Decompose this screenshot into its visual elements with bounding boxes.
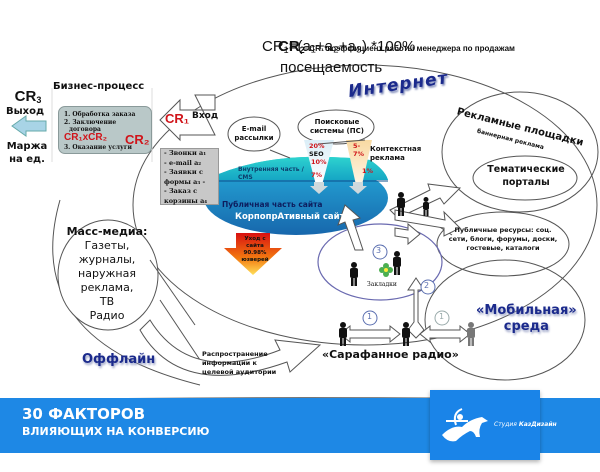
- channel-item: - Заказ с: [164, 187, 198, 195]
- step-1a-label: 1: [367, 312, 373, 321]
- business-process-title: Бизнес-процесс: [53, 81, 145, 92]
- site-name: КорпопрАтивный сайт: [235, 212, 345, 222]
- footer-title-line2: ВЛИЯЮЩИХ НА КОНВЕРСИЮ: [22, 425, 210, 438]
- channel-item: - Звонки a₁: [164, 149, 207, 157]
- exit-label: Выход: [6, 106, 45, 117]
- seo-pct-bottom: 7%: [311, 171, 323, 179]
- bp-step: 3. Оказание услуги: [64, 144, 132, 151]
- bookmark-flower-icon: [379, 263, 393, 277]
- email-ellipse: [227, 116, 281, 152]
- mobile-ellipse: [424, 259, 586, 381]
- search-ellipse: [297, 109, 375, 145]
- studio-name: Студия КазДизайн: [494, 421, 557, 428]
- public-resources-label: Публичные ресурсы: соц. сети, блоги, фор…: [448, 226, 558, 252]
- channel-item: - e-mail a₂: [164, 158, 202, 167]
- search-label: Поисковые системы (ПС): [310, 118, 364, 135]
- email-label: E-mail рассылки: [234, 125, 274, 142]
- horse-rider-logo-icon: [442, 408, 488, 442]
- spread-label: Распространение информации к целевой ауд…: [202, 350, 277, 376]
- cr1-entry-label: CR₁: [165, 111, 190, 126]
- bookmarks-label: Закладки: [367, 281, 397, 288]
- offline-title: Оффлайн: [82, 352, 156, 367]
- internet-ellipse: [132, 64, 598, 346]
- bookmarks-ellipse: [317, 223, 443, 301]
- leave-label: Уход с сайта 90.98% юзверей: [241, 236, 269, 263]
- cr1xcr2-label: CR₁xCR₂: [64, 132, 108, 143]
- word-of-mouth-arrow: [339, 324, 401, 344]
- mass-media-circle: [57, 219, 159, 331]
- channel-item: корзины a₄: [164, 196, 208, 205]
- margin-label: Маржа на ед.: [6, 141, 48, 165]
- word-of-mouth-label: «Сарафанное радио»: [322, 348, 459, 361]
- step-1a-circle: [362, 310, 378, 326]
- step-2-label: 2: [424, 281, 430, 290]
- channel-item: формы a₃ -: [164, 177, 206, 186]
- mobile-title: «Мобильная»среда: [476, 303, 577, 334]
- seo-funnel: [304, 140, 334, 185]
- cr2-formula: CR2=CR₁*коэффициент работы менеджера по …: [278, 38, 515, 55]
- exit-arrow: [11, 115, 47, 137]
- context-label: Контекстная реклама: [370, 145, 422, 162]
- site-internal-label: Внутренняя часть / CMS: [238, 166, 304, 181]
- mass-media-text: Масс-медиа: Газеты, журналы, наружная ре…: [66, 225, 148, 322]
- conversion-channels-box: - Звонки a₁ - e-mail a₂ - Заявки с формы…: [160, 148, 219, 205]
- channel-item: - Заявки с: [164, 168, 203, 176]
- seo-pct-top: 20%: [309, 142, 325, 150]
- entry-label: Вход: [192, 111, 219, 121]
- context-funnel: [346, 140, 372, 185]
- cr2-label: CR₂: [125, 132, 150, 147]
- site-public-label: Публичная часть сайта: [222, 200, 323, 209]
- portals-ellipse: [472, 155, 578, 201]
- bp-step: 2. Заключение: [64, 119, 117, 126]
- context-pct-top: 5-7%: [353, 142, 365, 158]
- logo-card: [430, 390, 540, 460]
- leave-arrow: [224, 233, 282, 275]
- ad-platforms-ellipse: [441, 91, 599, 213]
- public-resources-ellipse: [436, 211, 570, 277]
- step-1b-circle: [434, 310, 450, 326]
- step-2-circle: [420, 279, 436, 295]
- step-3-circle: [372, 244, 388, 260]
- step-3-label: 3: [376, 246, 382, 255]
- cr1-formula: CR1=(a₁+a₂+a₃) *100% посещаемость: [262, 38, 416, 76]
- context-pct-bottom: 1%: [362, 167, 374, 175]
- seo-pct-mid: 10%: [311, 158, 327, 166]
- mass-media-title: Масс-медиа:: [66, 225, 148, 238]
- spread-arrow: [139, 319, 322, 376]
- step-1b-label: 1: [439, 312, 445, 321]
- bp-step: 1. Обработка заказа: [64, 111, 136, 118]
- footer-title-line1: 30 ФАКТОРОВ: [22, 405, 146, 423]
- entry-arrow: [159, 94, 216, 142]
- thematic-portals-label: Тематические порталы: [487, 164, 565, 188]
- business-process-box: 1. Обработка заказа 2. Заключение догово…: [58, 106, 152, 154]
- seo-label: SEO: [309, 150, 324, 158]
- mobile-arrow: [419, 324, 471, 344]
- bp-step: договора: [69, 126, 101, 133]
- cr3-label: CR3: [14, 88, 42, 105]
